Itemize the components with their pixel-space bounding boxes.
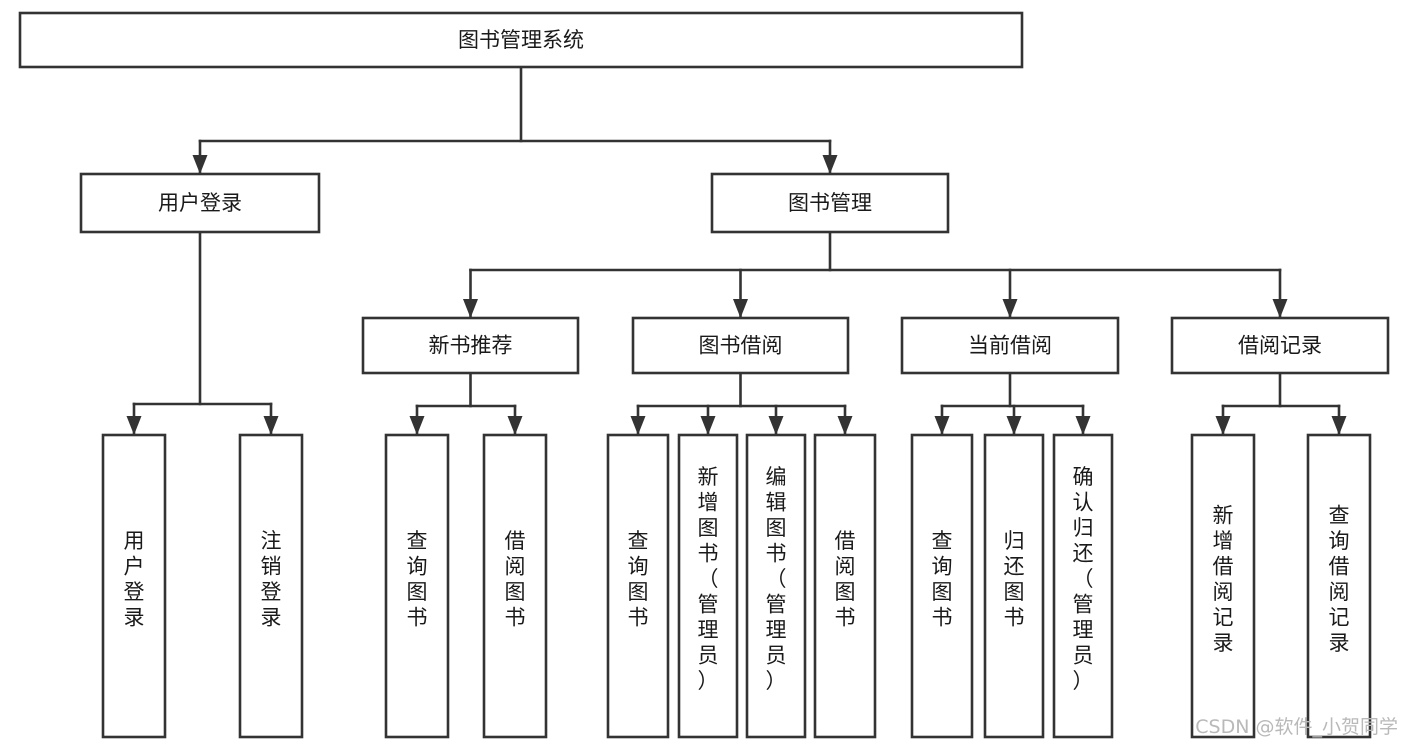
arrow-head-icon-leaf-query-book-3: [934, 416, 950, 435]
node-label-root: 图书管理系统: [458, 28, 584, 52]
arrow-head-icon-borrow-record: [1272, 299, 1288, 318]
node-label-borrow-record: 借阅记录: [1238, 334, 1322, 358]
node-label-leaf-logout: 注销登录: [261, 529, 282, 630]
node-label-leaf-query-book-1: 查询图书: [407, 529, 428, 630]
node-leaf-borrow-book-1[interactable]: 借阅图书: [482, 433, 548, 739]
node-label-user-login: 用户登录: [158, 191, 242, 215]
arrow-head-icon-user-login: [192, 155, 208, 174]
arrow-head-icon-leaf-return-book: [1006, 416, 1022, 435]
node-box-leaf-user-login: [101, 433, 167, 739]
arrow-head-icon-leaf-query-book-1: [409, 416, 425, 435]
node-label-book-manage: 图书管理: [788, 191, 872, 215]
node-box-user-login: [79, 172, 321, 234]
node-box-root: [18, 11, 1024, 69]
arrow-head-icon-leaf-add-book: [700, 416, 716, 435]
arrow-head-icon-book-manage: [822, 155, 838, 174]
node-box-leaf-add-book: [677, 433, 739, 739]
node-leaf-query-book-3[interactable]: 查询图书: [910, 433, 974, 739]
node-label-leaf-borrow-book-1: 借阅图书: [505, 529, 526, 630]
node-box-leaf-borrow-book-1: [482, 433, 548, 739]
arrow-head-icon-book-borrow: [733, 299, 748, 318]
connector-layer: [126, 65, 1347, 437]
node-label-current-borrow: 当前借阅: [968, 334, 1052, 358]
node-box-borrow-record: [1170, 316, 1390, 375]
node-box-leaf-return-book: [983, 433, 1045, 739]
node-book-borrow[interactable]: 图书借阅: [631, 316, 850, 375]
arrow-head-icon-leaf-add-record: [1215, 416, 1231, 435]
arrow-head-icon-new-book-rec: [463, 299, 478, 318]
node-current-borrow[interactable]: 当前借阅: [900, 316, 1120, 375]
node-root[interactable]: 图书管理系统: [18, 11, 1024, 69]
arrow-head-icon-leaf-borrow-book-2: [837, 416, 853, 435]
node-label-leaf-query-book-3: 查询图书: [932, 529, 953, 630]
arrow-head-icon-leaf-user-login: [126, 416, 142, 435]
arrow-head-icon-leaf-edit-book: [768, 416, 784, 435]
node-leaf-confirm-return[interactable]: 确认归还（管理员）: [1052, 433, 1114, 739]
node-label-leaf-edit-book: 编辑图书（管理员）: [766, 465, 787, 693]
node-leaf-user-login[interactable]: 用户登录: [101, 433, 167, 739]
node-label-leaf-borrow-book-2: 借阅图书: [835, 529, 856, 630]
node-box-leaf-edit-book: [745, 433, 807, 739]
node-box-leaf-logout: [238, 433, 304, 739]
node-leaf-add-record[interactable]: 新增借阅记录: [1190, 433, 1256, 739]
node-label-leaf-return-book: 归还图书: [1004, 529, 1025, 630]
node-label-new-book-rec: 新书推荐: [429, 334, 513, 358]
node-box-leaf-query-record: [1306, 433, 1372, 739]
node-label-leaf-query-record: 查询借阅记录: [1329, 503, 1350, 655]
node-leaf-query-record[interactable]: 查询借阅记录: [1306, 433, 1372, 739]
node-box-leaf-query-book-2: [606, 433, 670, 739]
node-box-book-manage: [710, 172, 950, 234]
node-borrow-record[interactable]: 借阅记录: [1170, 316, 1390, 375]
node-label-book-borrow: 图书借阅: [699, 334, 783, 358]
node-leaf-query-book-2[interactable]: 查询图书: [606, 433, 670, 739]
node-user-login[interactable]: 用户登录: [79, 172, 321, 234]
node-leaf-return-book[interactable]: 归还图书: [983, 433, 1045, 739]
node-label-leaf-user-login: 用户登录: [124, 529, 145, 630]
node-leaf-edit-book[interactable]: 编辑图书（管理员）: [745, 433, 807, 739]
node-label-leaf-query-book-2: 查询图书: [628, 529, 649, 630]
csdn-watermark: CSDN @软件_小贺同学: [1195, 716, 1398, 738]
arrow-head-icon-current-borrow: [1002, 299, 1018, 318]
node-leaf-add-book[interactable]: 新增图书（管理员）: [677, 433, 739, 739]
node-leaf-logout[interactable]: 注销登录: [238, 433, 304, 739]
arrow-head-icon-leaf-logout: [263, 416, 279, 435]
node-box-leaf-query-book-1: [384, 433, 450, 739]
node-label-leaf-add-record: 新增借阅记录: [1213, 503, 1234, 655]
arrow-head-icon-leaf-query-record: [1331, 416, 1347, 435]
arrow-head-icon-leaf-borrow-book-1: [507, 416, 523, 435]
node-book-manage[interactable]: 图书管理: [710, 172, 950, 234]
node-box-current-borrow: [900, 316, 1120, 375]
arrow-head-icon-leaf-query-book-2: [630, 416, 646, 435]
node-layer: 图书管理系统用户登录图书管理新书推荐图书借阅当前借阅借阅记录用户登录注销登录查询…: [18, 11, 1390, 739]
node-leaf-query-book-1[interactable]: 查询图书: [384, 433, 450, 739]
node-new-book-rec[interactable]: 新书推荐: [361, 316, 580, 375]
node-box-leaf-add-record: [1190, 433, 1256, 739]
node-label-leaf-add-book: 新增图书（管理员）: [698, 465, 719, 693]
node-label-leaf-confirm-return: 确认归还（管理员）: [1073, 465, 1094, 693]
arrow-head-icon-leaf-confirm-return: [1075, 416, 1091, 435]
node-leaf-borrow-book-2[interactable]: 借阅图书: [813, 433, 877, 739]
node-box-leaf-confirm-return: [1052, 433, 1114, 739]
node-box-new-book-rec: [361, 316, 580, 375]
node-box-leaf-query-book-3: [910, 433, 974, 739]
node-box-book-borrow: [631, 316, 850, 375]
node-box-leaf-borrow-book-2: [813, 433, 877, 739]
